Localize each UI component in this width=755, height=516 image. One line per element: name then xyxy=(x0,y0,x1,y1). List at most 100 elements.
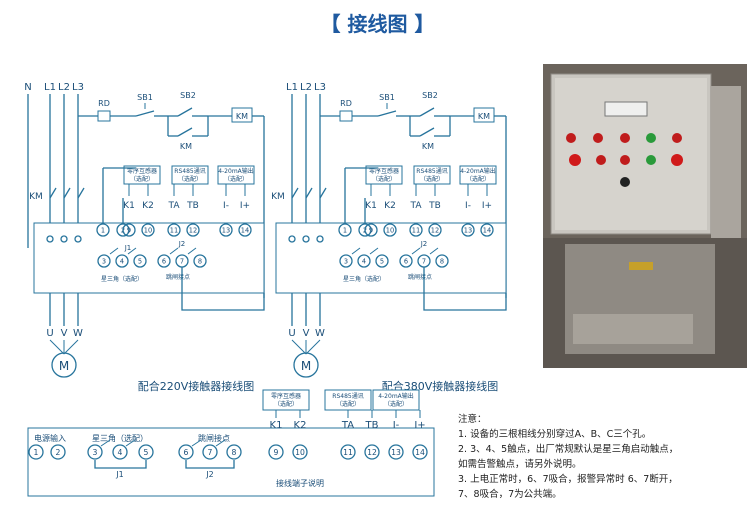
motor xyxy=(51,352,77,378)
module-pin-label: TB xyxy=(365,420,379,431)
diagram-caption: 配合220V接触器接线图 xyxy=(138,379,255,393)
module-pin-label: TA xyxy=(410,201,423,211)
bus-label: L1 xyxy=(44,82,56,93)
strip-terminal xyxy=(178,444,194,460)
option-module xyxy=(123,165,161,185)
fuse-label: RD xyxy=(340,99,352,108)
option-module xyxy=(217,165,255,185)
ct-hole xyxy=(46,235,54,243)
module-pin-label: TB xyxy=(428,201,441,211)
option-module-label: （选配） xyxy=(178,175,202,183)
strip-terminal xyxy=(50,444,66,460)
bus-label: L1 xyxy=(286,82,298,93)
option-module-label: 4-20mA输出 xyxy=(218,167,254,175)
relay-label: J2 xyxy=(420,240,428,248)
device-terminal-number: 3 xyxy=(102,258,106,266)
strip-terminal-number: 3 xyxy=(93,448,98,457)
sb1-label: SB1 xyxy=(379,93,395,102)
module-pin-label: K2 xyxy=(142,201,154,211)
trip-contact-label: 跳闸接点 xyxy=(408,273,432,281)
sb1-contact xyxy=(135,110,155,117)
strip-terminal xyxy=(226,444,242,460)
bus-label: L2 xyxy=(58,82,70,93)
km-coil-label: KM xyxy=(236,112,248,121)
relay-bracket xyxy=(94,460,147,469)
relay-contact xyxy=(351,247,361,255)
option-module xyxy=(365,165,403,185)
strip-caption: 接线端子说明 xyxy=(276,478,324,488)
device-terminal-number: 7 xyxy=(180,258,184,266)
bus-label: L2 xyxy=(300,82,312,93)
option-module-label: 零序互感器 xyxy=(127,167,157,175)
device-terminal xyxy=(364,223,378,237)
option-module-label: （选配） xyxy=(372,175,396,183)
motor-lead xyxy=(63,339,79,355)
device-terminal-number: 9 xyxy=(127,227,131,235)
strip-terminal-number: 12 xyxy=(367,448,377,457)
option-module-label: （选配） xyxy=(420,175,444,183)
device-terminal-number: 1 xyxy=(343,227,347,235)
note-line: 2. 3、4、5触点，出厂常规默认是星三角启动触点， xyxy=(458,444,679,455)
relay-label: J2 xyxy=(205,470,213,479)
device-terminal xyxy=(133,254,147,268)
option-module xyxy=(413,165,451,185)
option-module-label: 4-20mA输出 xyxy=(378,392,414,400)
motor-terminal-label: U xyxy=(288,328,295,339)
device-terminal-number: 12 xyxy=(189,227,197,235)
fuse-rd xyxy=(339,110,353,122)
trip-wire xyxy=(181,267,265,311)
note-line: 3. 上电正常时，6、7吸合，报警异常时 6、7断开， xyxy=(458,474,678,485)
relay-label: J1 xyxy=(124,244,132,252)
ct-hole xyxy=(302,235,310,243)
star-delta-label: 星三角（选配） xyxy=(101,275,143,283)
strip-terminal-number: 1 xyxy=(34,448,39,457)
option-module-label: 零序互感器 xyxy=(271,392,301,400)
module-pin-label: K1 xyxy=(123,201,135,211)
device-terminal xyxy=(409,223,423,237)
device-terminal-number: 5 xyxy=(138,258,142,266)
device-terminal xyxy=(480,223,494,237)
fuse-rd xyxy=(97,110,111,122)
device-terminal-number: 4 xyxy=(362,258,366,266)
device-terminal-number: 6 xyxy=(162,258,166,266)
module-pin-label: K1 xyxy=(270,420,283,431)
option-module xyxy=(459,165,497,185)
motor-terminal-label: W xyxy=(315,328,325,339)
module-pin-label: I+ xyxy=(482,201,492,211)
device-terminal-number: 1 xyxy=(101,227,105,235)
module-pin-label: K2 xyxy=(384,201,396,211)
note-line: 1. 设备的三根相线分别穿过A、B、C三个孔。 xyxy=(458,429,652,440)
relay-contact xyxy=(191,439,202,447)
relay-contact xyxy=(125,439,136,447)
module-pin-label: I+ xyxy=(414,420,425,431)
ct-hole xyxy=(316,235,324,243)
strip-terminal xyxy=(87,444,103,460)
option-module-label: （选配） xyxy=(130,175,154,183)
relay-contact xyxy=(127,247,137,255)
module-pin-label: I- xyxy=(393,420,400,431)
km-coil xyxy=(473,107,495,123)
main-contact xyxy=(63,187,71,199)
device-terminal xyxy=(97,254,111,268)
device-terminal-number: 8 xyxy=(198,258,202,266)
relay-contact xyxy=(187,247,197,255)
device-terminal-number: 4 xyxy=(120,258,124,266)
strip-terminal xyxy=(268,444,284,460)
trip-label-bg xyxy=(406,271,434,281)
device-terminal xyxy=(383,223,397,237)
motor-terminal-label: W xyxy=(73,328,83,339)
device-terminal-number: 3 xyxy=(344,258,348,266)
device-terminal-number: 14 xyxy=(483,227,491,235)
group-label: 星三角（选配） xyxy=(92,433,148,443)
fuse-label: RD xyxy=(98,99,110,108)
motor-terminal-label: V xyxy=(303,328,310,339)
strip-terminal-number: 14 xyxy=(415,448,425,457)
option-module-label: 零序互感器 xyxy=(369,167,399,175)
motor-lead xyxy=(291,339,307,355)
device-terminal xyxy=(219,223,233,237)
device-terminal-number: 14 xyxy=(241,227,249,235)
relay-contact xyxy=(369,247,379,255)
motor-label: M xyxy=(59,359,69,373)
